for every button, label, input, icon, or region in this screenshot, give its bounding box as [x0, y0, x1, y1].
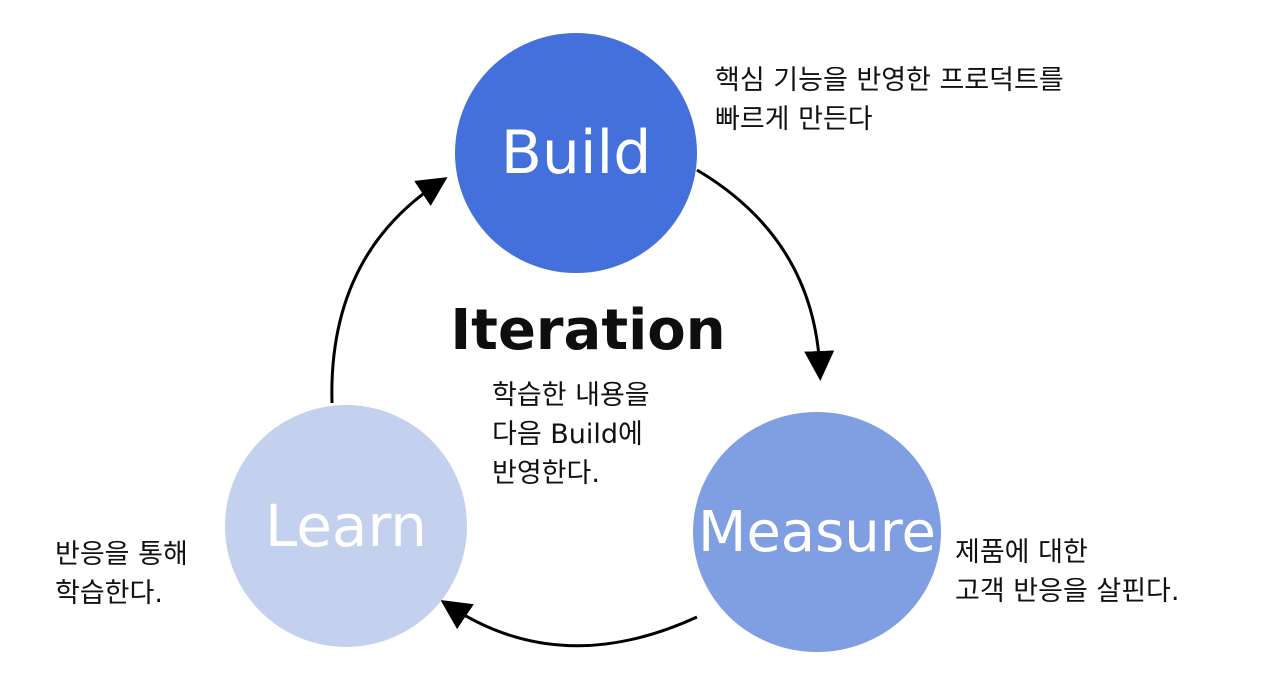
arrow-learn-to-build: [330, 177, 448, 404]
build-description: 핵심 기능을 반영한 프로덕트를 빠르게 만든다: [715, 61, 1064, 139]
build-circle: Build: [455, 33, 697, 273]
measure-description: 제품에 대한 고객 반응을 살핀다.: [955, 533, 1179, 611]
build-desc-line-1: 핵심 기능을 반영한 프로덕트를: [715, 65, 1064, 96]
learn-desc-line-2: 학습한다.: [55, 578, 163, 610]
learn-desc-line-1: 반응을 통해: [55, 539, 188, 570]
iteration-line-3: 반영한다.: [492, 458, 600, 490]
build-desc-line-2: 빠르게 만든다: [715, 104, 873, 136]
measure-label: Measure: [698, 499, 936, 565]
learn-circle: Learn: [225, 405, 467, 647]
learn-description: 반응을 통해 학습한다.: [55, 535, 188, 613]
measure-circle: Measure: [693, 412, 941, 652]
measure-desc-line-2: 고객 반응을 살핀다.: [955, 576, 1180, 608]
iteration-title: Iteration: [450, 298, 726, 363]
iteration-line-2: 다음 Build에: [492, 419, 643, 451]
arrow-build-to-measure: [696, 168, 835, 381]
arrow-measure-to-learn: [440, 599, 698, 648]
build-label: Build: [500, 118, 652, 188]
learn-label: Learn: [264, 492, 428, 560]
measure-desc-line-1: 제품에 대한: [955, 537, 1088, 568]
iteration-description: 학습한 내용을 다음 Build에 반영한다.: [492, 376, 650, 493]
iteration-line-1: 학습한 내용을: [492, 380, 650, 411]
